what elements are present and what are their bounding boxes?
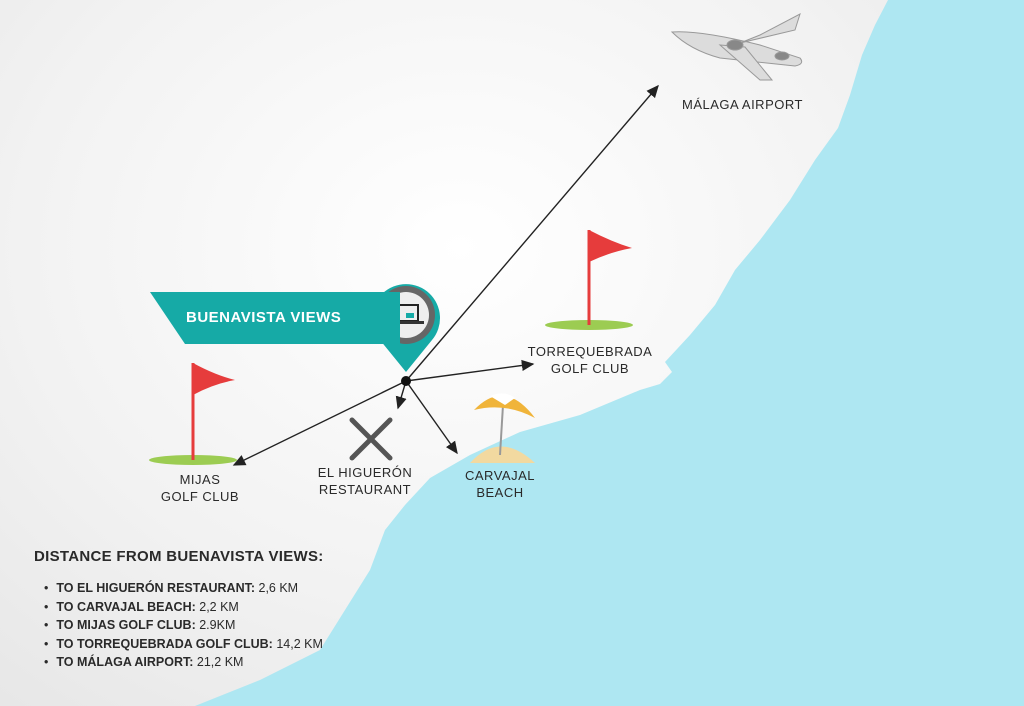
legend-item: TO MÁLAGA AIRPORT: 21,2 KM [44,653,324,672]
legend-item-name: TO EL HIGUERÓN RESTAURANT: [56,581,256,595]
arrow-to-carvajal [405,380,458,455]
legend-item-value: 14,2 KM [276,636,323,651]
distance-legend: DISTANCE FROM BUENAVISTA VIEWS: TO EL HI… [34,548,324,672]
legend-item: TO CARVAJAL BEACH: 2,2 KM [44,598,324,617]
arrow-to-mijas [232,380,407,466]
arrow-to-airport [405,84,659,382]
main-location-label: BUENAVISTA VIEWS [186,309,342,326]
label-line: EL HIGUERÓN [317,465,413,480]
label-line: GOLF CLUB [160,489,240,504]
label-line: TORREQUEBRADA [527,344,653,359]
legend-item-value: 21,2 KM [196,655,244,669]
legend-item-name: TO MIJAS GOLF CLUB: [56,618,196,632]
label-line: BEACH [476,485,524,500]
legend-item-name: TO CARVAJAL BEACH: [56,599,196,614]
mijas-label: MIJAS GOLF CLUB [140,471,260,505]
label-line: CARVAJAL [465,468,535,483]
golf-flag-icon-torrequebrada [545,230,633,330]
torrequebrada-label: TORREQUEBRADA GOLF CLUB [510,343,670,377]
arrow-to-torrequebrada [405,359,535,382]
label-line: GOLF CLUB [550,361,630,376]
legend-item-name: TO MÁLAGA AIRPORT: [56,655,194,669]
golf-flag-icon-mijas [149,363,237,465]
legend-item-value: 2.9KM [199,618,236,632]
fork-knife-icon [349,417,393,461]
airport-label: MÁLAGA AIRPORT [682,97,803,112]
main-location-banner[interactable]: BUENAVISTA VIEWS [150,292,400,344]
carvajal-label: CARVAJAL BEACH [440,467,560,501]
legend-item: TO TORREQUEBRADA GOLF CLUB: 14,2 KM [44,635,324,654]
label-line: MIJAS [179,472,221,487]
label-line: RESTAURANT [318,482,412,497]
origin-dot [401,376,411,386]
higueron-label: EL HIGUERÓN RESTAURANT [300,464,430,498]
airplane-icon [670,12,803,81]
legend-item-value: 2,6 KM [258,581,299,595]
direction-arrows [232,84,659,466]
legend-item-name: TO TORREQUEBRADA GOLF CLUB: [56,636,273,651]
legend-item-value: 2,2 KM [199,599,239,614]
legend-title: DISTANCE FROM BUENAVISTA VIEWS: [34,548,324,565]
legend-item: TO EL HIGUERÓN RESTAURANT: 2,6 KM [44,579,324,598]
legend-item: TO MIJAS GOLF CLUB: 2.9KM [44,616,324,635]
sea [195,0,1024,706]
beach-umbrella-icon [470,393,535,463]
